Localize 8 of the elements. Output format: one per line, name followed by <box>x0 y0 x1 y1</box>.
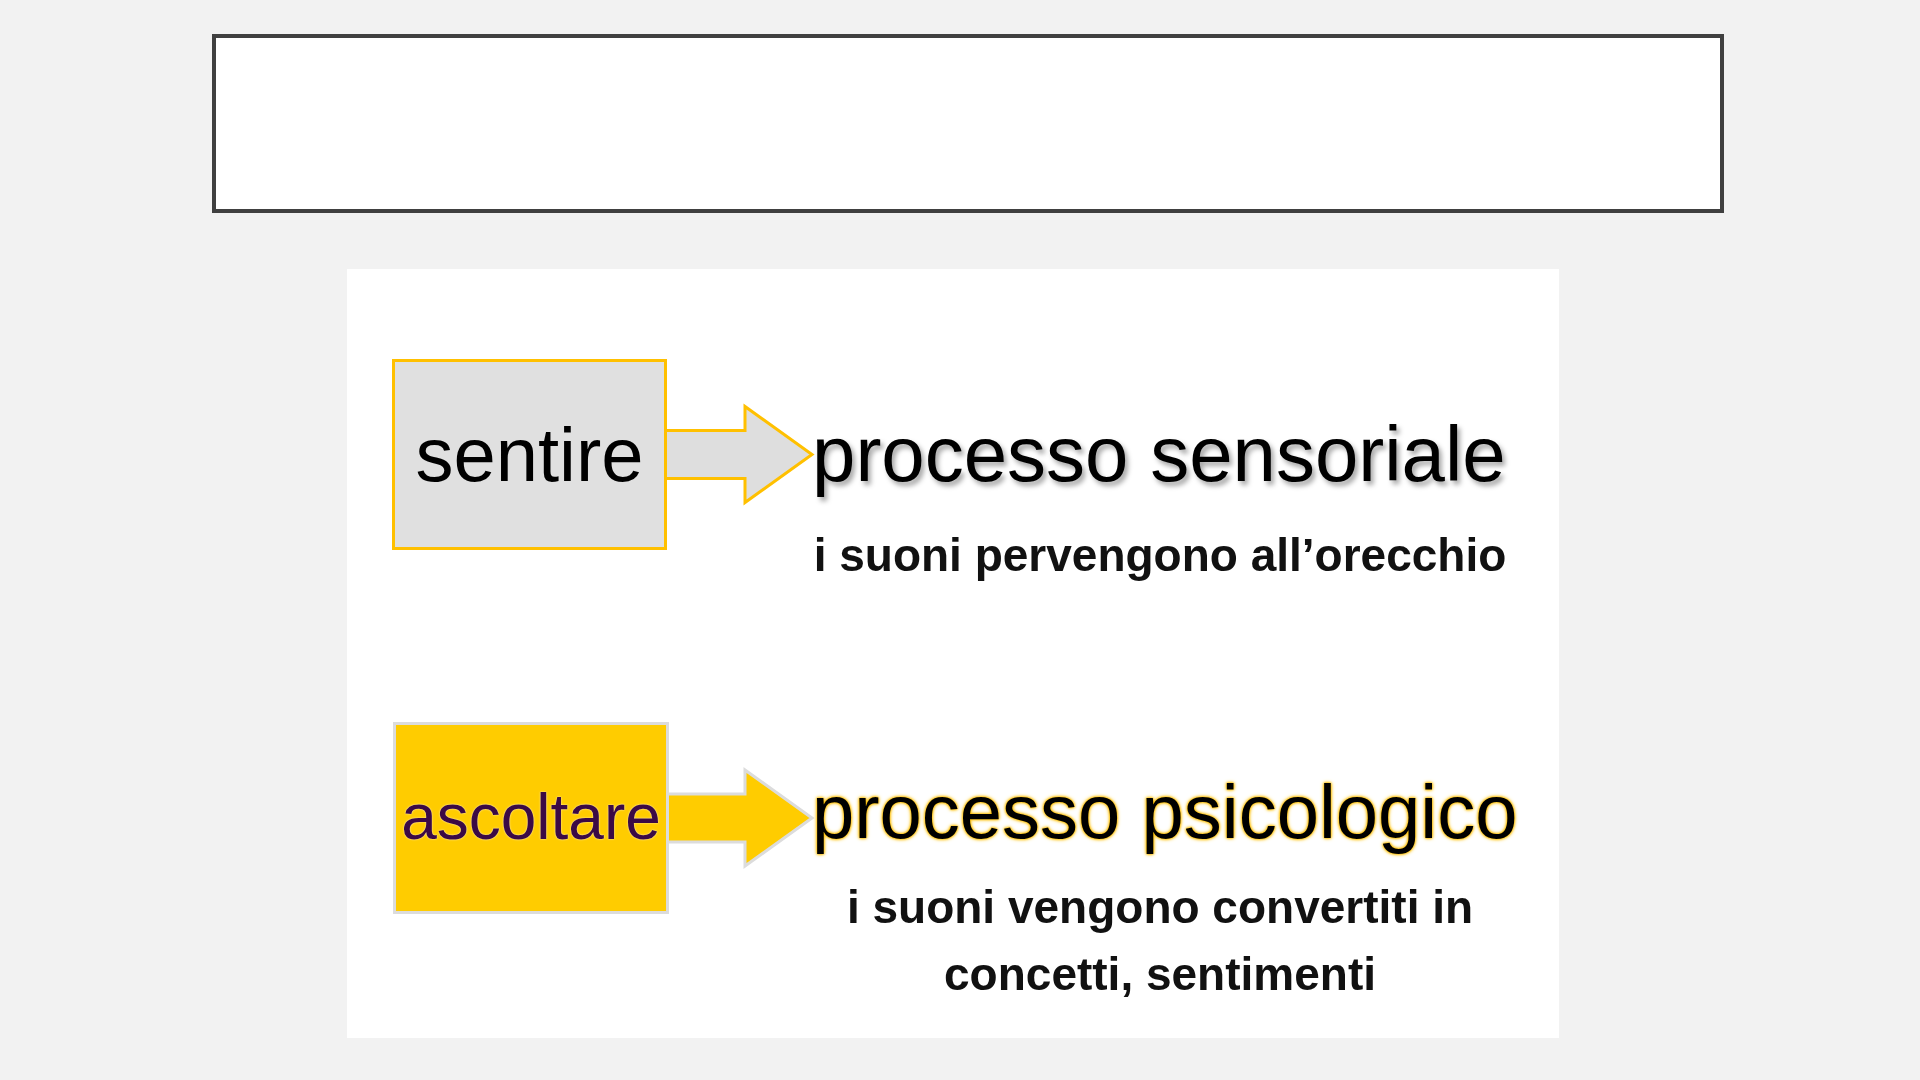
description-text: i suoni pervengono all’orecchio <box>812 528 1508 583</box>
process-heading: processo sensoriale <box>812 410 1506 500</box>
block-arrow <box>665 403 815 506</box>
process-heading: processo psicologico <box>812 768 1518 856</box>
term-box: ascoltare <box>393 722 669 914</box>
description-text: i suoni vengono convertiti in concetti, sentimenti <box>845 880 1475 1002</box>
term-box: sentire <box>392 359 667 550</box>
block-arrow <box>667 767 815 869</box>
